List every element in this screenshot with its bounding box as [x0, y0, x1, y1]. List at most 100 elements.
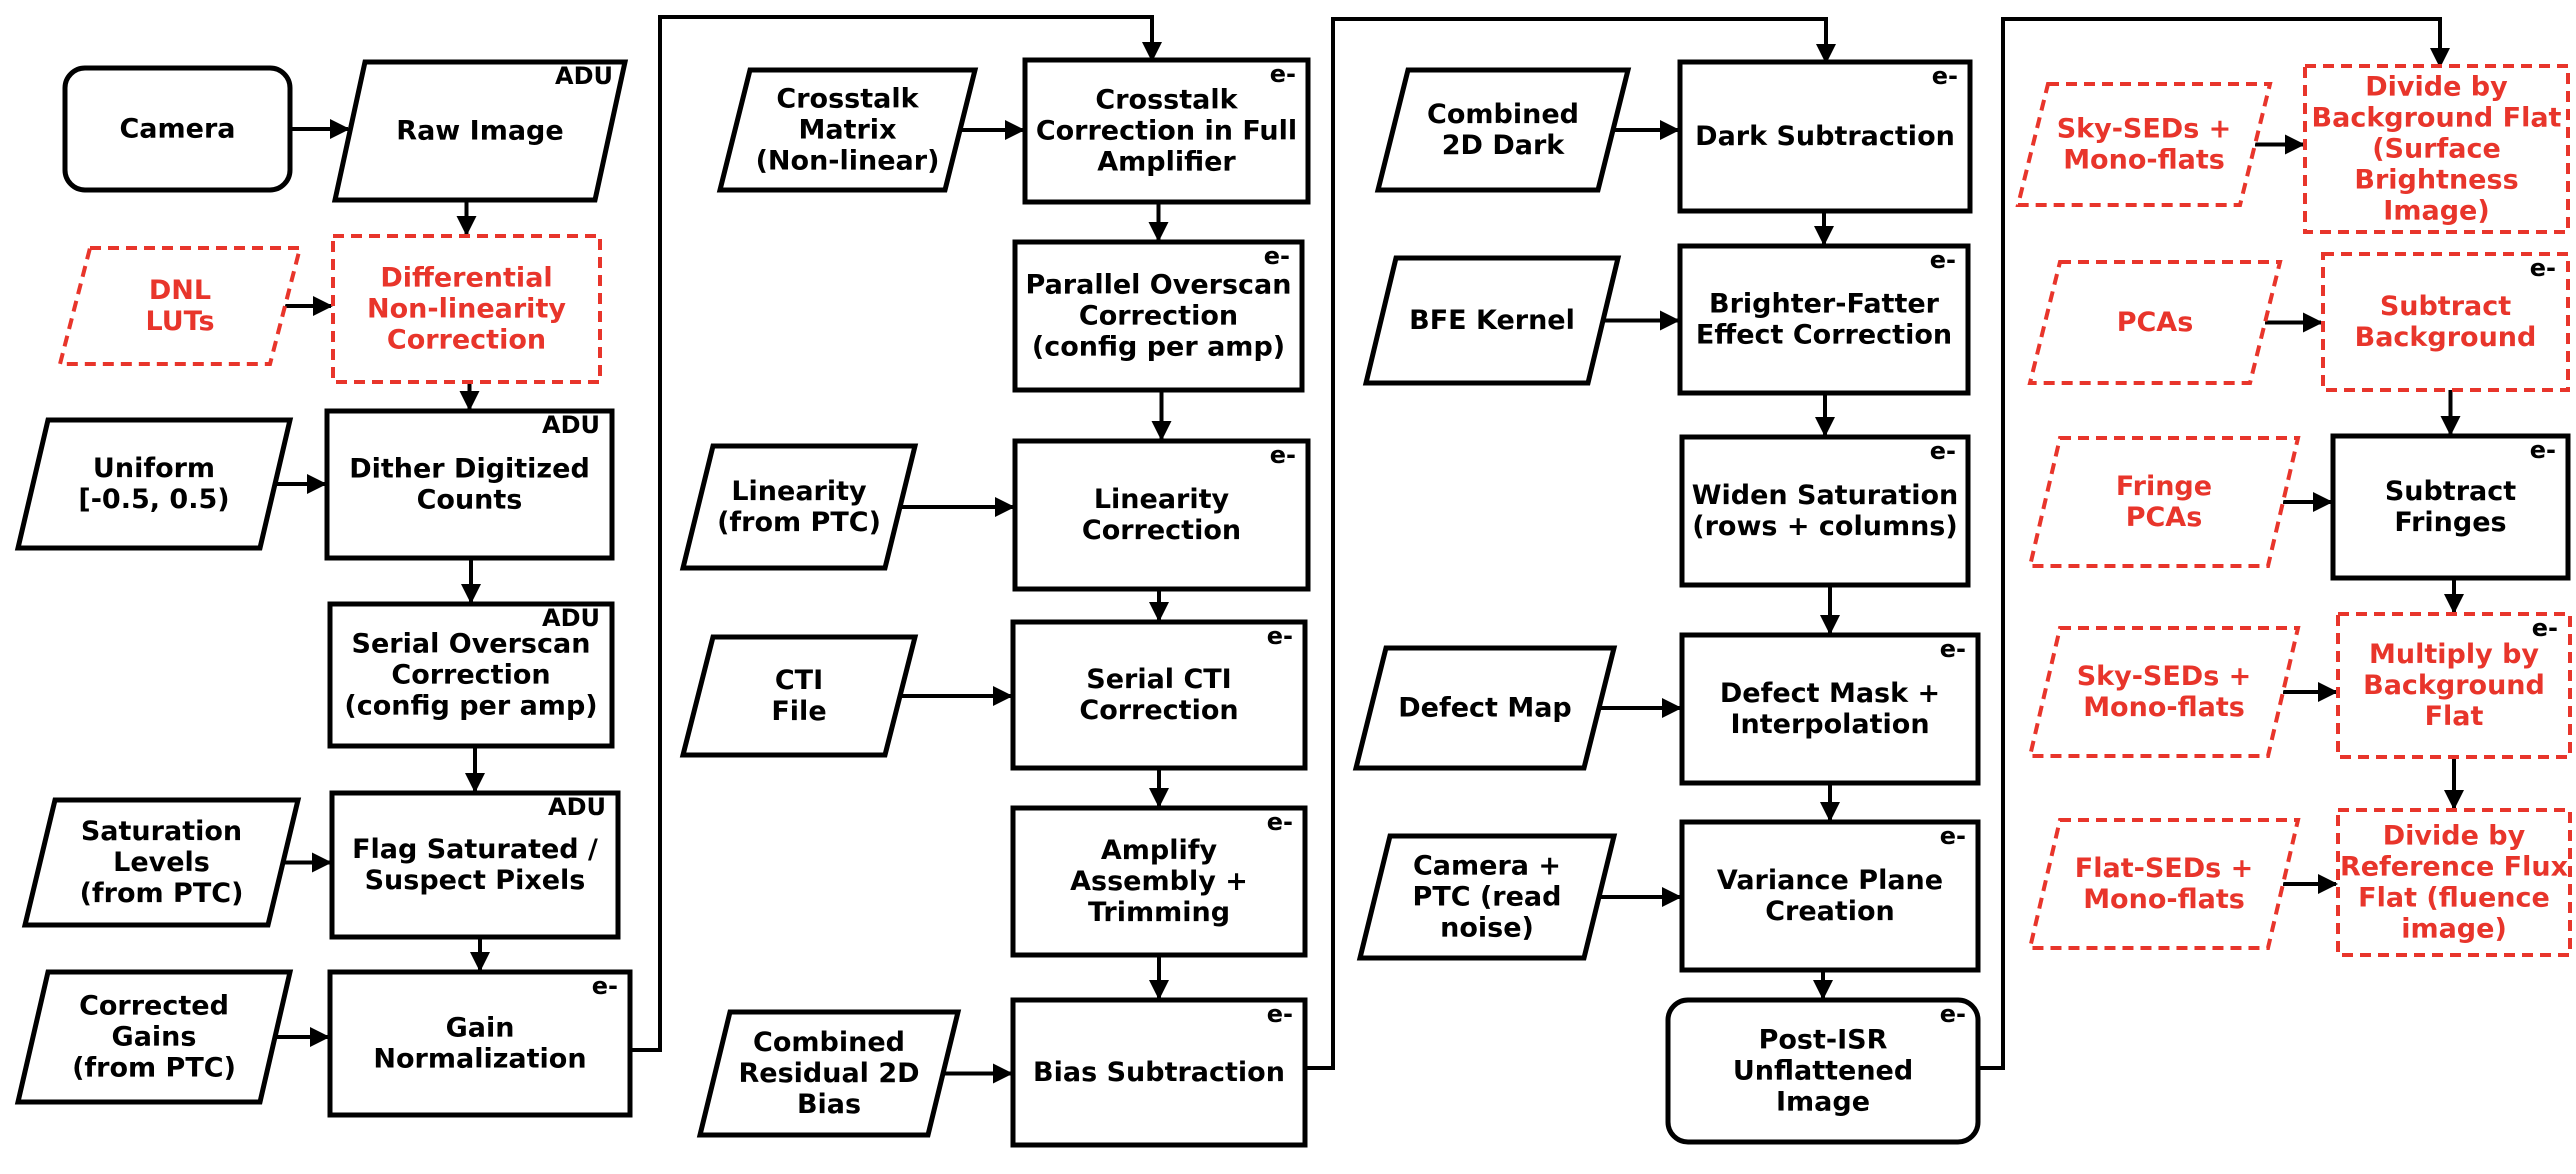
node-subtract-background-unit: e- [2530, 254, 2556, 282]
node-label-line: (config per amp) [344, 691, 597, 722]
node-serial-overscan-unit: ADU [542, 604, 600, 632]
node-dark-subtraction-shape [1677, 59, 1973, 214]
node-linearity-input-shape [679, 443, 919, 571]
node-bias-subtraction-label: Bias Subtraction [1033, 1057, 1285, 1088]
node-divide-reference-flat-shape [2336, 808, 2572, 957]
node-label-line: Post-ISR [1759, 1025, 1888, 1056]
node-sky-seds-1-label: Sky-SEDs +Mono-flats [2057, 114, 2232, 176]
node-label-line: Widen Saturation [1692, 480, 1959, 511]
node-label-line: Variance Plane [1717, 865, 1943, 896]
node-flat-seds-shape [2027, 818, 2301, 950]
node-variance-plane-unit: e- [1940, 822, 1966, 850]
node-label-line: DNL [149, 275, 211, 306]
node-label-line: Defect Map [1398, 693, 1572, 724]
node-label-line: Divide by [2365, 72, 2508, 103]
node-flag-saturated-label: Flag Saturated /Suspect Pixels [352, 834, 598, 896]
node-label-line: File [771, 696, 826, 727]
node-dnl-correction-shape [331, 234, 602, 384]
node-raw-image: Raw Image ADU [331, 59, 629, 203]
node-sky-seds-2-shape [2027, 626, 2301, 758]
node-bfe-kernel-shape [1362, 255, 1622, 386]
node-defect-map-shape [1352, 645, 1618, 771]
node-bfe-correction-unit: e- [1930, 246, 1956, 274]
node-label-line: Serial CTI [1086, 664, 1231, 695]
node-subtract-fringes-unit: e- [2530, 436, 2556, 464]
node-pcas: PCAs [2027, 260, 2283, 385]
node-raw-image-label: Raw Image [396, 116, 563, 147]
node-post-isr-shape [1665, 997, 1981, 1145]
node-label-line: Divide by [2383, 821, 2526, 852]
node-label-line: Combined [1427, 99, 1579, 130]
node-label-line: Linearity [731, 476, 867, 507]
node-label-line: Correction [391, 660, 550, 691]
node-sky-seds-2-label: Sky-SEDs +Mono-flats [2077, 661, 2252, 723]
node-label-line: Amplifier [1097, 147, 1236, 178]
node-combined-dark-shape [1374, 67, 1632, 193]
node-uniform: Uniform[-0.5, 0.5) [14, 417, 294, 551]
node-label-line: (from PTC) [717, 507, 881, 538]
node-uniform-shape [14, 417, 294, 551]
node-label-line: Unflattened [1733, 1056, 1913, 1087]
node-label-line: Dark Subtraction [1695, 121, 1955, 152]
node-label-line: 2D Dark [1442, 130, 1566, 161]
node-label-line: CTI [775, 665, 823, 696]
node-label-line: Sky-SEDs + [2077, 661, 2252, 692]
node-post-isr-unit: e- [1940, 1000, 1966, 1028]
node-gain-normalization-shape [327, 969, 633, 1118]
node-widen-saturation-shape [1679, 434, 1971, 588]
node-crosstalk-correction-unit: e- [1270, 60, 1296, 88]
node-linearity-input-label: Linearity(from PTC) [717, 476, 881, 538]
node-label-line: Multiply by [2369, 639, 2539, 670]
node-label-line: Crosstalk [1095, 85, 1238, 116]
node-label-line: Correction [387, 325, 546, 356]
node-raw-image-unit: ADU [555, 62, 613, 90]
node-bias-subtraction-shape [1010, 997, 1308, 1148]
node-amplify-assembly-unit: e- [1267, 808, 1293, 836]
node-label-line: Image) [2383, 196, 2489, 227]
node-label-line: Non-linearity [367, 294, 566, 325]
node-crosstalk-matrix-shape [716, 67, 979, 193]
node-label-line: Mono-flats [2083, 884, 2245, 915]
node-label-line: Creation [1765, 896, 1895, 927]
node-label-line: Differential [380, 263, 552, 294]
node-sky-seds-1-shape [2015, 82, 2273, 207]
node-label-line: Suspect Pixels [365, 865, 586, 896]
node-label-line: Gains [112, 1022, 197, 1053]
node-flag-saturated-shape [329, 790, 621, 940]
node-bfe-correction-shape [1677, 243, 1971, 396]
node-sky-seds-1: Sky-SEDs +Mono-flats [2015, 82, 2273, 207]
node-label-line: Mono-flats [2063, 145, 2225, 176]
node-gain-normalization-unit: e- [592, 972, 618, 1000]
node-defect-map-label: Defect Map [1398, 693, 1572, 724]
node-dark-subtraction-label: Dark Subtraction [1695, 121, 1955, 152]
node-corrected-gains-shape [14, 969, 294, 1105]
node-label-line: Brightness [2354, 165, 2518, 196]
connector-gain-to-crosstalk [630, 15, 1162, 1052]
